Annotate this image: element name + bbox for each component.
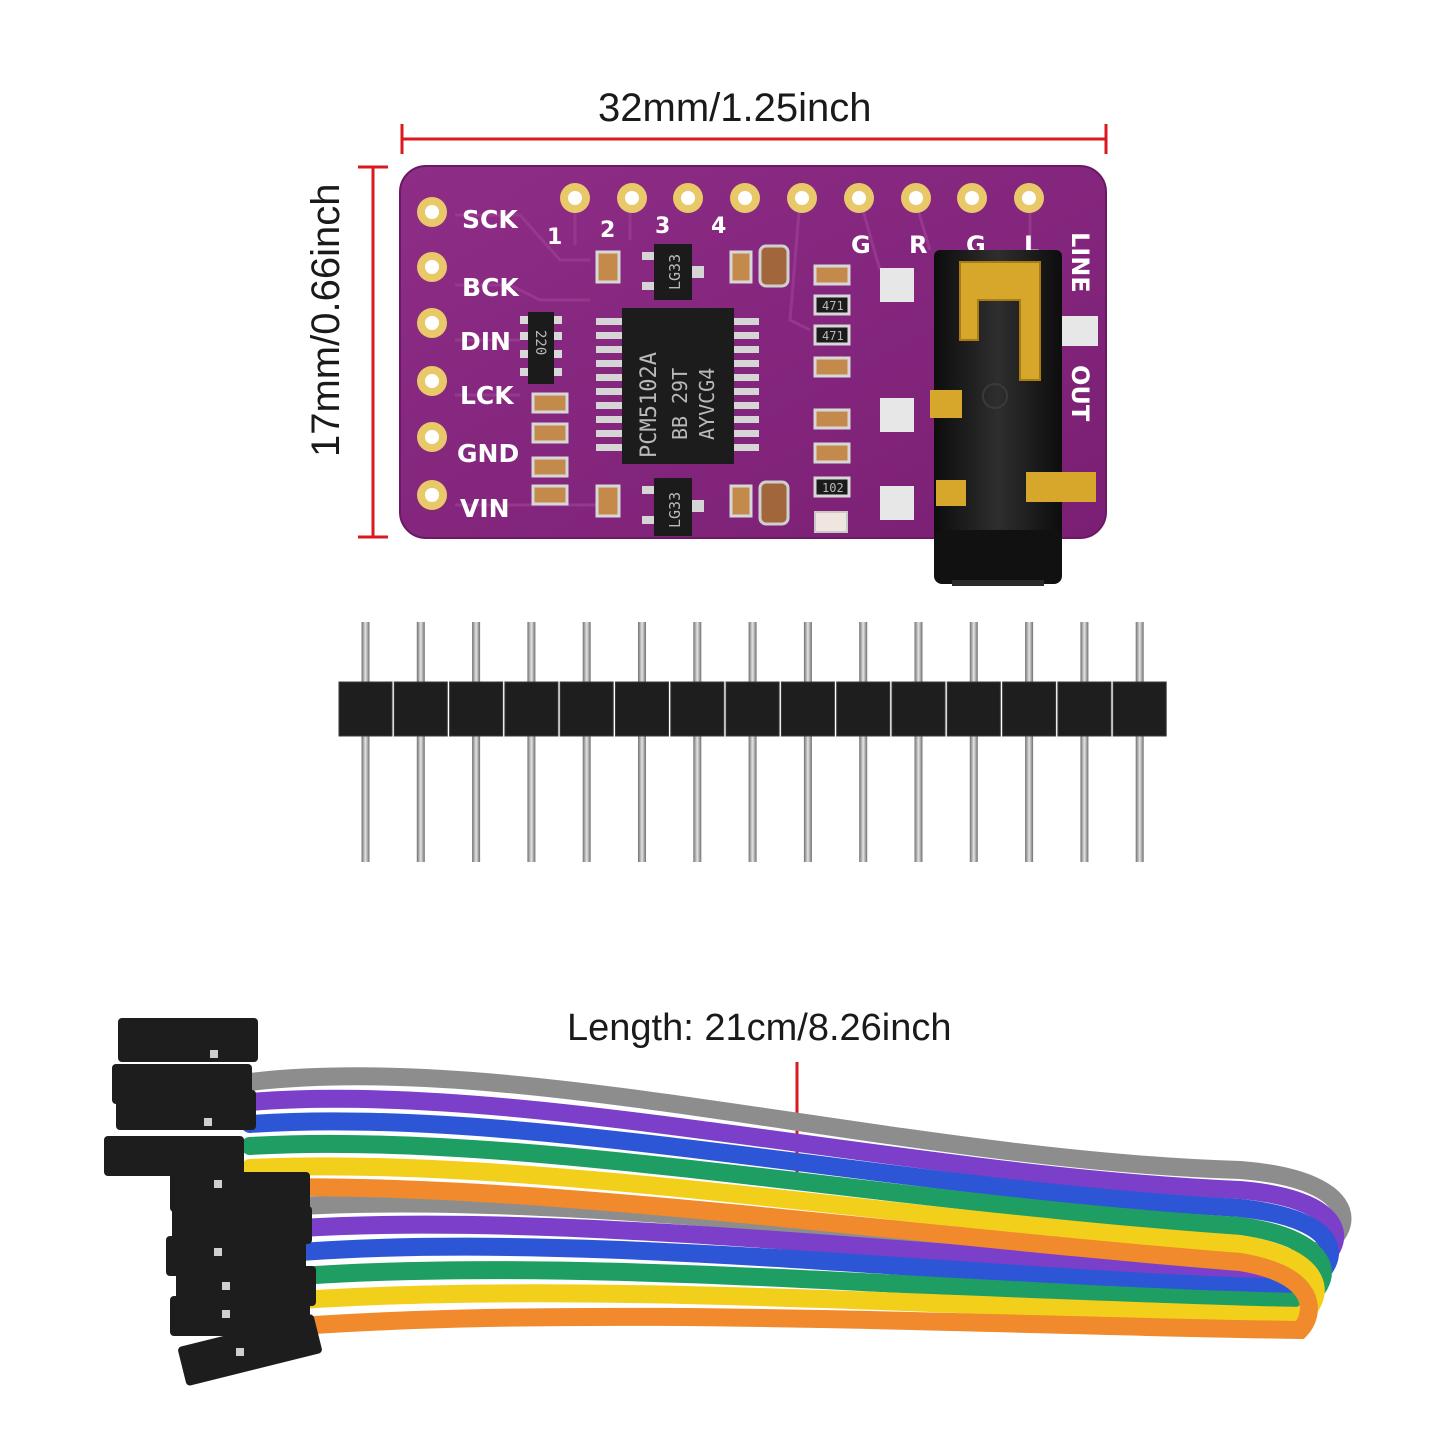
regulator-bottom-label: LG33 [666, 492, 684, 528]
header-pin [748, 622, 757, 862]
resistor-label-3: 102 [822, 481, 844, 495]
pin-label-1: 1 [547, 225, 562, 250]
header-pin [1080, 622, 1089, 862]
side-pin-pads [417, 197, 447, 510]
height-dimension-line [358, 165, 388, 539]
header-spacer-block [338, 681, 393, 737]
wire-blue [241, 1112, 1339, 1298]
header-spacer-block [891, 681, 946, 737]
header-pin [361, 622, 370, 862]
header-pin [914, 622, 923, 862]
header-pin [1135, 622, 1144, 862]
led [814, 511, 848, 533]
header-pin [638, 622, 646, 862]
pin-label-3: 3 [655, 214, 670, 239]
chip-text-lot: 29T [668, 368, 692, 404]
top-pin-labels: 1 2 3 4 G R G L [547, 214, 1039, 259]
header-spacer-block [670, 681, 725, 737]
pin-label-r: R [909, 231, 927, 259]
width-dimension-line [400, 124, 1108, 154]
pcm5102a-chip: PCM5102A BB 29T AYVCG4 [596, 308, 759, 464]
resistor-array-label: 220 [532, 330, 548, 355]
wire-purple [241, 1089, 1345, 1282]
header-spacer-block [504, 681, 559, 737]
regulator-top-label: LG33 [666, 254, 684, 290]
header-spacer-block [836, 681, 891, 737]
header-spacer-block [559, 681, 614, 737]
jumper-cable [104, 1018, 1352, 1386]
regulator-bottom: LG33 [642, 478, 704, 536]
pin-label-4: 4 [711, 214, 726, 239]
pin-label-din: DIN [460, 327, 511, 356]
header-pin [803, 622, 812, 862]
wire-orange [241, 1178, 1318, 1340]
pin-label-bck: BCK [462, 273, 520, 302]
cable-length-label: Length: 21cm/8.26inch [567, 1007, 952, 1049]
pin-label-vin: VIN [460, 494, 510, 523]
chip-text-maker: BB [668, 416, 692, 440]
header-pin [1025, 622, 1034, 862]
header-spacer-block [615, 681, 669, 737]
top-pin-pads [560, 183, 1044, 213]
line-label: LINE [1066, 232, 1094, 293]
pin-header [338, 622, 1167, 862]
header-spacer-block [449, 681, 504, 737]
pin-label-gnd: GND [457, 439, 519, 468]
header-pin [472, 622, 481, 862]
pin-label-sck: SCK [462, 205, 519, 234]
header-spacer-block [393, 681, 448, 737]
regulator-top: LG33 [642, 244, 704, 300]
width-dimension-label: 32mm/1.25inch [598, 86, 872, 130]
chip-text-model: PCM5102A [637, 352, 662, 458]
resistor-label-1: 471 [822, 299, 844, 313]
header-spacer-block [780, 681, 835, 737]
out-label: OUT [1066, 365, 1094, 422]
header-spacer-block [1112, 681, 1167, 737]
header-pin [859, 622, 868, 862]
header-spacer-block [1002, 681, 1057, 737]
dac-module-board: SCK BCK DIN LCK GND VIN 1 2 3 4 G R G [399, 165, 1107, 586]
resistor-array: 220 [520, 312, 562, 384]
audio-jack [880, 250, 1098, 586]
wire-green [241, 1134, 1332, 1312]
pin-label-2: 2 [600, 218, 615, 243]
header-pin [582, 622, 591, 862]
header-pin [693, 622, 702, 862]
side-pin-labels: SCK BCK DIN LCK GND VIN [457, 205, 520, 523]
pin-label-lck: LCK [460, 381, 515, 410]
header-pin [527, 622, 536, 862]
header-spacer-block [725, 681, 780, 737]
chip-text-code: AYVCG4 [695, 368, 719, 440]
header-spacer-block [1057, 681, 1112, 737]
pin-label-g1: G [851, 231, 871, 259]
passive-components: 471 471 102 [531, 244, 851, 533]
header-pin [969, 622, 978, 862]
wire-yellow [241, 1157, 1325, 1326]
header-pin [416, 622, 425, 862]
resistor-label-2: 471 [822, 329, 844, 343]
header-spacer-block [946, 681, 1001, 737]
